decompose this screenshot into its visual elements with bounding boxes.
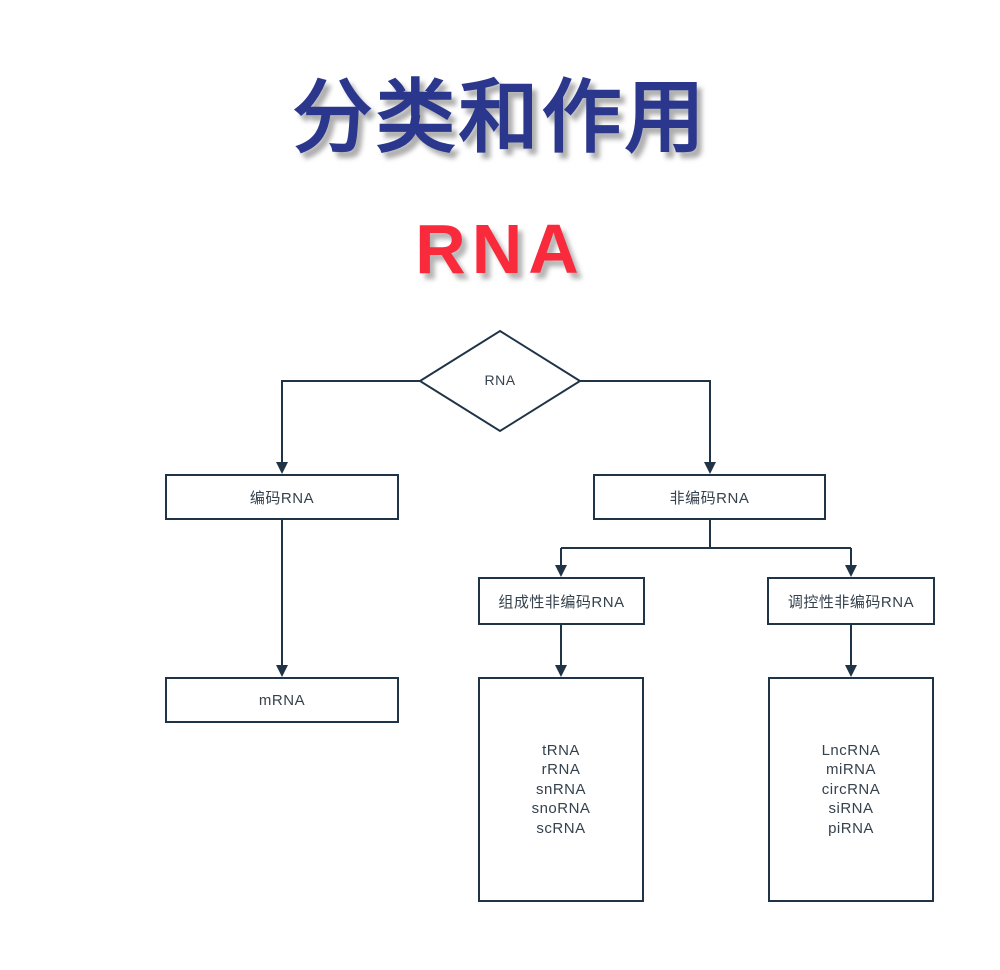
- list-item: circRNA: [821, 780, 881, 798]
- connector-root-to-noncoding: [580, 380, 711, 462]
- node-mrna-label: mRNA: [258, 691, 306, 709]
- node-noncoding-rna-label: 非编码RNA: [669, 489, 750, 507]
- list-item: scRNA: [536, 819, 586, 837]
- subtitle-rna: RNA: [415, 210, 585, 288]
- arrowhead-regulatory: [845, 565, 857, 577]
- list-item: piRNA: [828, 819, 874, 837]
- node-coding-rna-label: 编码RNA: [249, 489, 315, 507]
- node-mrna: mRNA: [165, 677, 399, 723]
- node-rna-root: RNA: [484, 372, 516, 388]
- list-item: siRNA: [828, 800, 874, 818]
- connector-root-to-coding: [281, 380, 420, 462]
- node-regulatory-label: 调控性非编码RNA: [787, 593, 915, 611]
- node-noncoding-rna: 非编码RNA: [593, 474, 826, 520]
- node-constitutive-label: 组成性非编码RNA: [498, 593, 625, 611]
- list-item: LncRNA: [821, 741, 881, 759]
- arrowhead-constitutive: [555, 565, 567, 577]
- node-coding-rna: 编码RNA: [165, 474, 399, 520]
- list-item: rRNA: [541, 761, 581, 779]
- node-constitutive-noncoding-rna: 组成性非编码RNA: [478, 577, 645, 625]
- list-item: snRNA: [535, 780, 586, 798]
- connector-noncoding-split: [561, 520, 851, 549]
- list-item: tRNA: [542, 741, 580, 759]
- page-title: 分类和作用: [292, 73, 708, 162]
- arrowhead-coding: [276, 462, 288, 474]
- node-regulatory-noncoding-rna: 调控性非编码RNA: [767, 577, 935, 625]
- list-item: miRNA: [826, 761, 876, 779]
- list-item: snoRNA: [531, 800, 591, 818]
- arrowhead-noncoding: [704, 462, 716, 474]
- arrowhead-constitutive-types: [555, 665, 567, 677]
- arrowhead-regulatory-types: [845, 665, 857, 677]
- arrowhead-mrna: [276, 665, 288, 677]
